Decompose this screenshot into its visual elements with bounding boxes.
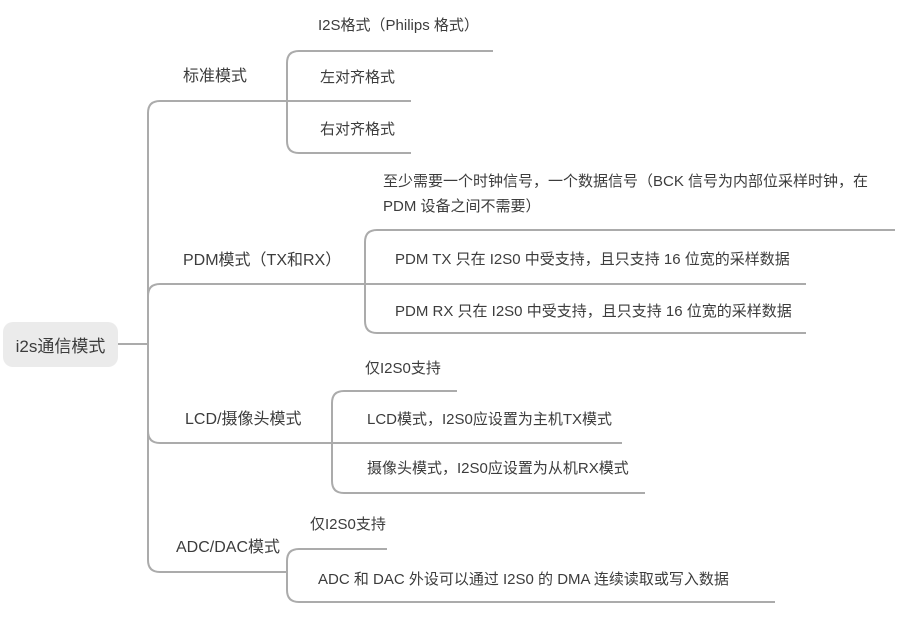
leaf-node-adc-dac-dma[interactable]: ADC 和 DAC 外设可以通过 I2S0 的 DMA 连续读取或写入数据 [318, 571, 729, 588]
branch-line-pdm [147, 283, 365, 344]
branch-node-standard-mode[interactable]: 标准模式 [183, 68, 248, 85]
leaf-line-adc-only-i2s0 [286, 548, 387, 572]
leaf-line-camera-mode [331, 443, 645, 494]
leaf-node-lcd-only-i2s0[interactable]: 仅I2S0支持 [365, 360, 441, 377]
leaf-line-adc-dma [286, 572, 775, 603]
leaf-node-right-justified-format[interactable]: 右对齐格式 [320, 121, 396, 138]
branch-line-standard [147, 100, 287, 344]
leaf-node-pdm-tx[interactable]: PDM TX 只在 I2S0 中受支持，且只支持 16 位宽的采样数据 [395, 251, 790, 268]
leaf-line-right-justify [286, 101, 411, 154]
leaf-node-pdm-clock-signal-line1: 至少需要一个时钟信号，一个数据信号（BCK 信号为内部位采样时钟，在 [383, 173, 869, 190]
leaf-node-pdm-clock-signal-line2: PDM 设备之间不需要） [383, 198, 541, 215]
branch-line-lcd [147, 344, 332, 444]
root-node-label: i2s通信模式 [15, 337, 106, 356]
leaf-node-left-justified-format[interactable]: 左对齐格式 [320, 69, 396, 86]
branch-line-adc [147, 344, 287, 573]
branch-node-adc-dac-mode[interactable]: ADC/DAC模式 [176, 539, 281, 556]
leaf-node-lcd-mode[interactable]: LCD模式，I2S0应设置为主机TX模式 [367, 411, 613, 428]
leaf-line-i2s-format [286, 50, 493, 101]
branch-node-pdm-mode[interactable]: PDM模式（TX和RX） [183, 252, 342, 269]
leaf-line-lcd-only-i2s0 [331, 390, 457, 443]
leaf-node-pdm-rx[interactable]: PDM RX 只在 I2S0 中受支持，且只支持 16 位宽的采样数据 [395, 303, 792, 320]
leaf-node-adc-only-i2s0[interactable]: 仅I2S0支持 [310, 516, 386, 533]
leaf-node-camera-mode[interactable]: 摄像头模式，I2S0应设置为从机RX模式 [367, 460, 629, 477]
leaf-node-i2s-philips-format[interactable]: I2S格式（Philips 格式） [318, 17, 479, 34]
leaf-line-pdm-rx [364, 284, 806, 334]
leaf-line-pdm-signals [364, 229, 895, 284]
branch-node-lcd-camera-mode[interactable]: LCD/摄像头模式 [185, 411, 302, 428]
root-node[interactable]: i2s通信模式 [3, 322, 118, 367]
